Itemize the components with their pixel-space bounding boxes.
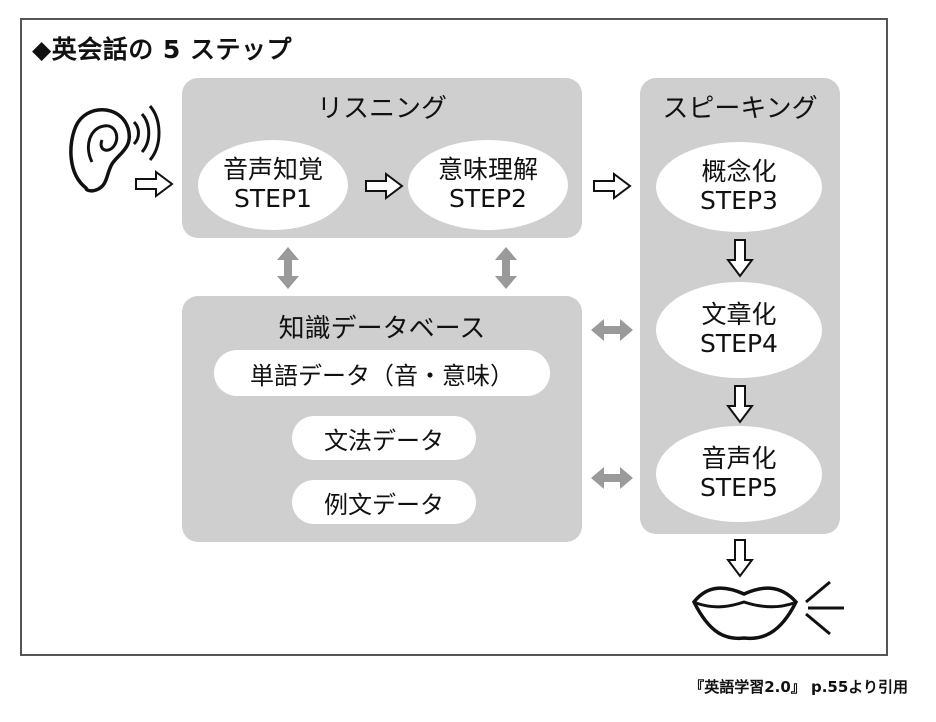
step5-ellipse: 音声化 STEP5 <box>656 426 822 522</box>
step2-ellipse: 意味理解 STEP2 <box>408 140 568 230</box>
arrow-listening-to-speaking <box>593 172 632 200</box>
bidirectional-arrow-knowledge-step4 <box>591 319 633 341</box>
bidirectional-arrow-step2-knowledge <box>495 247 517 289</box>
knowledge-item-word: 単語データ（音・意味） <box>214 350 550 396</box>
knowledge-item-grammar: 文法データ <box>292 416 476 460</box>
arrow-step1-to-step2 <box>365 172 404 200</box>
arrow-step4-to-step5 <box>726 385 754 424</box>
step5-name: 音声化 <box>701 444 777 474</box>
listening-title: リスニング <box>316 94 447 124</box>
arrow-step3-to-step4 <box>726 239 754 278</box>
mouth-icon <box>691 586 799 641</box>
speech-lines-icon <box>805 580 844 636</box>
arrow-ear-to-step1 <box>135 170 174 198</box>
speaking-title: スピーキング <box>662 94 818 124</box>
sound-waves-icon <box>132 105 161 161</box>
step2-name: 意味理解 <box>437 155 538 185</box>
step5-label: STEP5 <box>700 473 778 502</box>
step3-name: 概念化 <box>701 157 777 187</box>
arrow-step5-to-mouth <box>726 539 754 578</box>
knowledge-item-example: 例文データ <box>292 480 476 524</box>
step1-label: STEP1 <box>234 184 312 213</box>
citation: 『英語学習2.0』 p.55より引用 <box>689 678 908 696</box>
bidirectional-arrow-step1-knowledge <box>277 247 299 289</box>
step3-ellipse: 概念化 STEP3 <box>656 142 822 232</box>
step1-name: 音声知覚 <box>222 155 323 185</box>
diagram-title: ◆英会話の 5 ステップ <box>32 35 293 64</box>
ear-icon <box>69 105 161 193</box>
step3-label: STEP3 <box>700 186 778 215</box>
step4-ellipse: 文章化 STEP4 <box>656 282 822 378</box>
step2-label: STEP2 <box>449 184 527 213</box>
step4-label: STEP4 <box>700 329 778 358</box>
bidirectional-arrow-knowledge-step5 <box>591 467 633 489</box>
knowledge-title: 知識データベース <box>278 314 486 344</box>
step4-name: 文章化 <box>701 300 777 330</box>
step1-ellipse: 音声知覚 STEP1 <box>198 140 348 230</box>
